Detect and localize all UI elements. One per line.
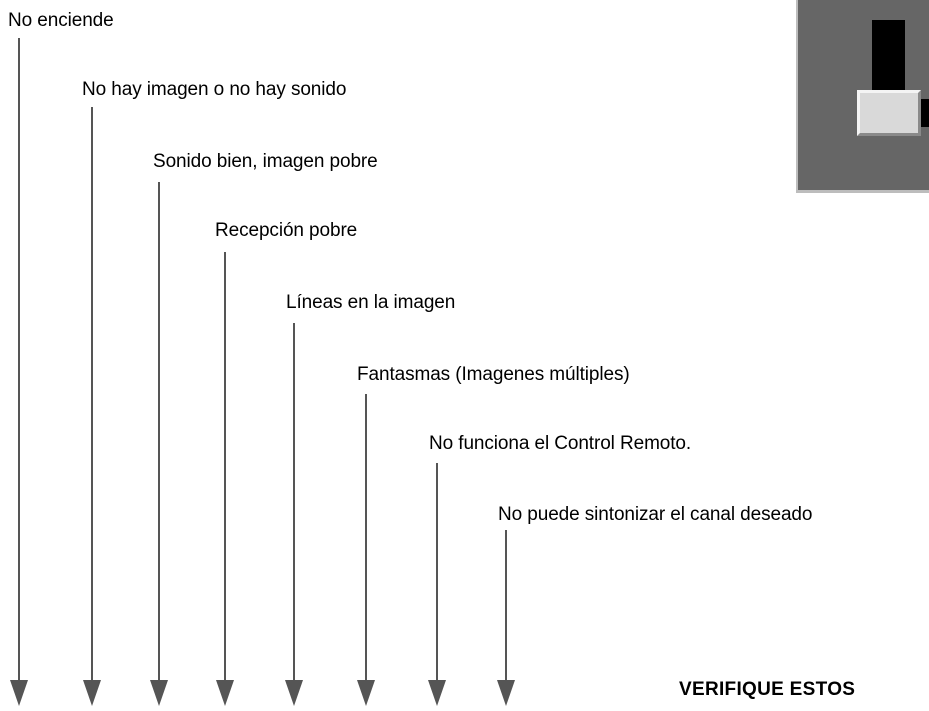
symptom-label-1: No enciende — [8, 10, 114, 31]
symptom-label-6: Fantasmas (Imagenes múltiples) — [357, 364, 630, 385]
arrow-head-8 — [497, 680, 515, 706]
arrow-2 — [83, 107, 101, 706]
corner-tab-graphic — [796, 0, 929, 193]
symptom-label-2: No hay imagen o no hay sonido — [82, 79, 347, 100]
symptom-label-8: No puede sintonizar el canal deseado — [498, 504, 813, 525]
arrow-4 — [216, 252, 234, 706]
symptom-label-4: Recepción pobre — [215, 220, 358, 241]
arrow-head-4 — [216, 680, 234, 706]
symptom-label-3: Sonido bien, imagen pobre — [153, 151, 378, 172]
footer-heading: VERIFIQUE ESTOS — [679, 679, 856, 700]
arrow-8 — [497, 530, 515, 706]
arrow-5 — [285, 323, 303, 706]
arrow-3 — [150, 182, 168, 706]
arrow-6 — [357, 394, 375, 706]
arrow-head-3 — [150, 680, 168, 706]
arrow-head-6 — [357, 680, 375, 706]
arrow-head-2 — [83, 680, 101, 706]
symptom-label-7: No funciona el Control Remoto. — [429, 433, 692, 454]
corner-tab-notch — [920, 99, 929, 127]
arrow-7 — [428, 463, 446, 706]
arrow-head-5 — [285, 680, 303, 706]
arrow-1 — [10, 38, 28, 706]
corner-tab-key — [857, 90, 921, 136]
arrow-head-1 — [10, 680, 28, 706]
symptom-label-5: Líneas en la imagen — [286, 292, 456, 313]
corner-tab-bar — [872, 20, 905, 100]
arrow-head-7 — [428, 680, 446, 706]
